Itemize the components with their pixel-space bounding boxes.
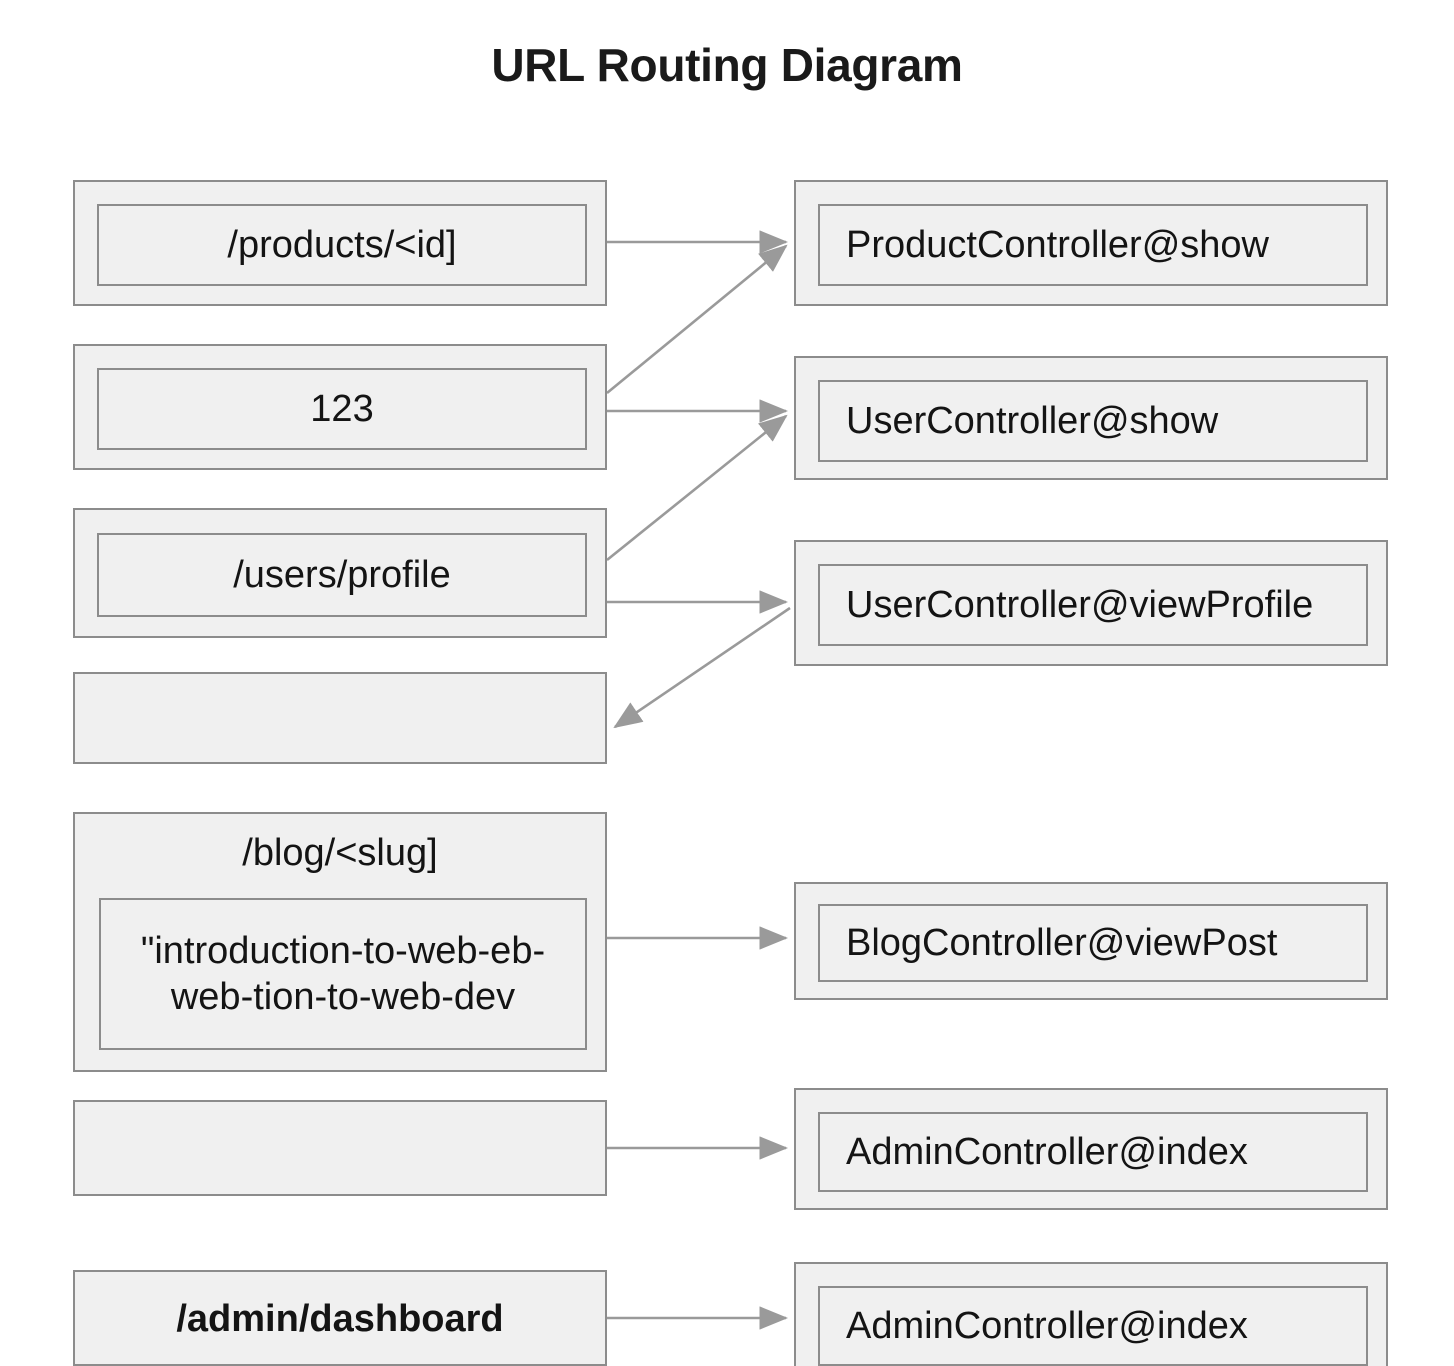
route-node-products[interactable]: /products/<id] (73, 180, 607, 306)
route-node-param-123[interactable]: 123 (73, 344, 607, 470)
handler-node-admin-index-1[interactable]: AdminController@index (794, 1088, 1388, 1210)
route-blog-inner: "introduction-to-web-eb-web-tion-to-web-… (99, 898, 587, 1050)
handler-admin-index-1-inner: AdminController@index (818, 1112, 1368, 1192)
route-param-123-inner: 123 (97, 368, 587, 450)
route-node-empty-1[interactable] (73, 672, 607, 764)
route-param-123-label: 123 (310, 387, 374, 430)
handler-node-blog-viewpost[interactable]: BlogController@viewPost (794, 882, 1388, 1000)
handler-user-viewprofile-label: UserController@viewProfile (846, 583, 1314, 626)
route-products-inner: /products/<id] (97, 204, 587, 286)
handler-user-show-inner: UserController@show (818, 380, 1368, 462)
route-node-users-profile[interactable]: /users/profile (73, 508, 607, 638)
route-node-admin-dashboard[interactable]: /admin/dashboard (73, 1270, 607, 1366)
route-users-profile-label: /users/profile (233, 553, 451, 596)
route-node-blog[interactable]: /blog/<slug] "introduction-to-web-eb-web… (73, 812, 607, 1072)
handler-admin-index-2-inner: AdminController@index (818, 1286, 1368, 1366)
route-users-profile-inner: /users/profile (97, 533, 587, 617)
page-title: URL Routing Diagram (491, 39, 963, 91)
handler-blog-viewpost-inner: BlogController@viewPost (818, 904, 1368, 982)
handler-user-show-label: UserController@show (846, 399, 1219, 442)
handler-node-product-show[interactable]: ProductController@show (794, 180, 1388, 306)
handler-node-user-viewprofile[interactable]: UserController@viewProfile (794, 540, 1388, 666)
route-node-empty-2[interactable] (73, 1100, 607, 1196)
route-admin-dashboard-label: /admin/dashboard (176, 1298, 504, 1340)
handler-node-admin-index-2[interactable]: AdminController@index (794, 1262, 1388, 1366)
handler-product-show-inner: ProductController@show (818, 204, 1368, 286)
handler-blog-viewpost-label: BlogController@viewPost (846, 921, 1278, 964)
edge-usersprofile-to-usershow (606, 414, 788, 562)
handler-product-show-label: ProductController@show (846, 223, 1269, 266)
edge-123-to-productshow (606, 244, 788, 395)
handler-node-user-show[interactable]: UserController@show (794, 356, 1388, 480)
route-blog-slug-value: "introduction-to-web-eb-web-tion-to-web-… (140, 929, 546, 1018)
route-blog-pattern-label: /blog/<slug] (242, 832, 438, 874)
handler-user-viewprofile-inner: UserController@viewProfile (818, 564, 1368, 646)
edge-viewprofile-to-empty (613, 606, 791, 729)
route-products-label: /products/<id] (227, 223, 457, 266)
handler-admin-index-1-label: AdminController@index (846, 1130, 1248, 1173)
handler-admin-index-2-label: AdminController@index (846, 1304, 1248, 1347)
